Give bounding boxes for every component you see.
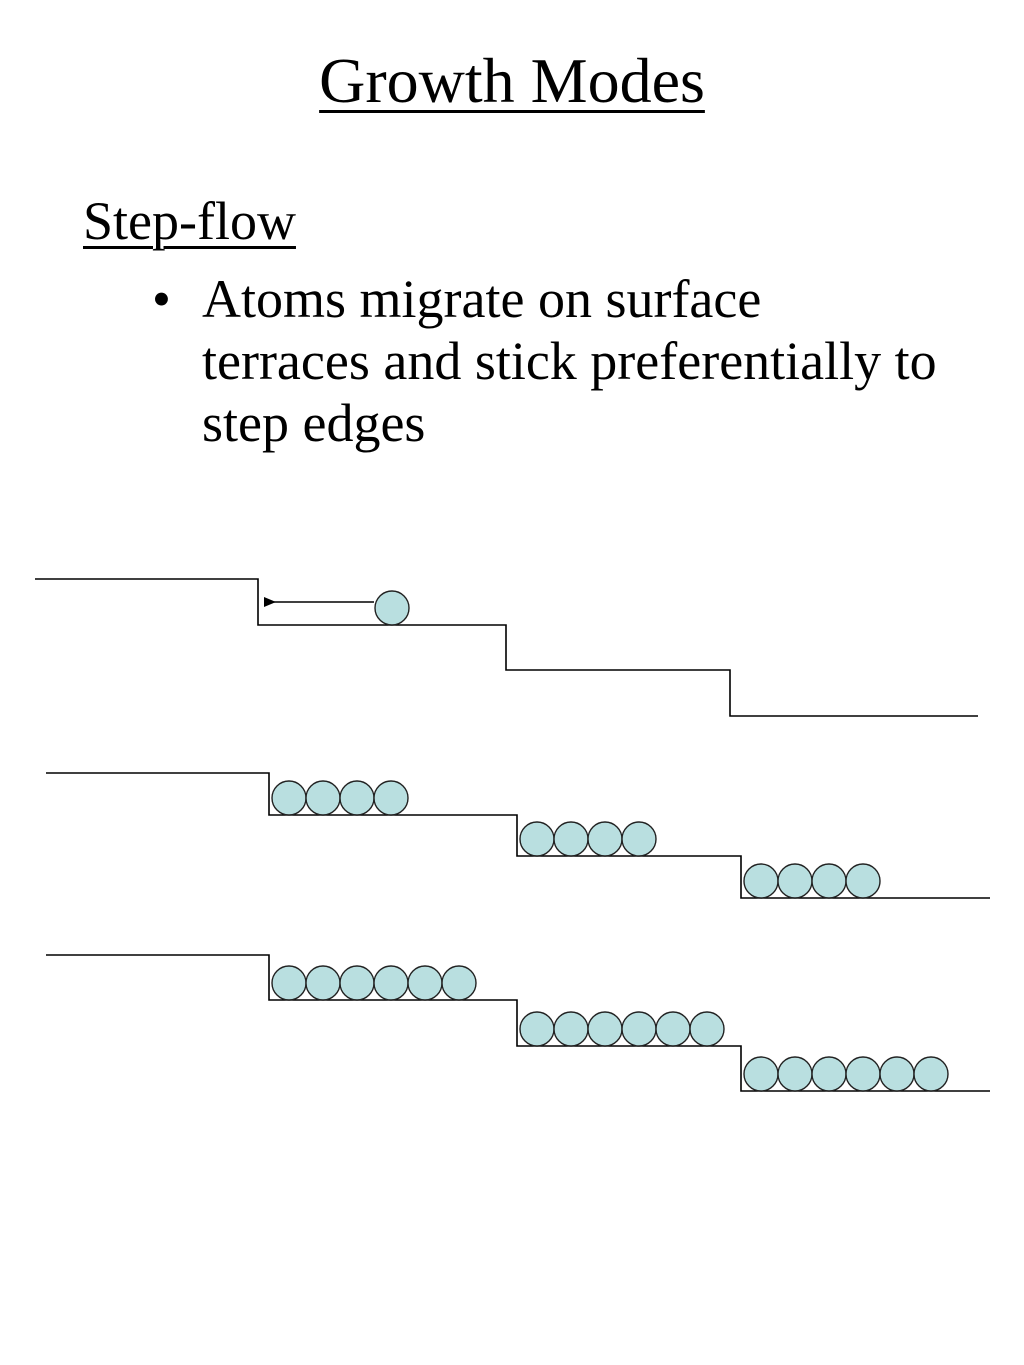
atom-circle: [339, 965, 375, 1001]
atom-circle: [811, 863, 847, 899]
atom-circle: [553, 821, 589, 857]
staircase-surface: [35, 578, 978, 717]
atom-circle: [373, 965, 409, 1001]
atom-circle: [845, 1056, 881, 1092]
atom-circle: [407, 965, 443, 1001]
atom-circle: [519, 821, 555, 857]
page-title-text: Growth Modes: [319, 45, 705, 116]
atom-circle: [339, 780, 375, 816]
atom-circle: [621, 821, 657, 857]
page-title: Growth Modes: [0, 42, 1024, 120]
atom-circle: [621, 1011, 657, 1047]
section-heading-text: Step-flow: [83, 191, 296, 251]
atom-circle: [374, 590, 410, 626]
atom-circle: [441, 965, 477, 1001]
atom-circle: [743, 1056, 779, 1092]
atom-circle: [689, 1011, 725, 1047]
atom-circle: [743, 863, 779, 899]
atom-circle: [553, 1011, 589, 1047]
atom-circle: [373, 780, 409, 816]
atom-circle: [587, 821, 623, 857]
stage-1-single-atom-migrating: [35, 578, 978, 717]
atom-circle: [305, 965, 341, 1001]
atom-circle: [271, 965, 307, 1001]
atom-circle: [271, 780, 307, 816]
atom-circle: [777, 1056, 813, 1092]
atom-circle: [587, 1011, 623, 1047]
atom-circle: [913, 1056, 949, 1092]
atom-circle: [811, 1056, 847, 1092]
bullet-text: Atoms migrate on surface terraces and st…: [202, 269, 937, 453]
stage-2-partial-rows: [46, 772, 990, 899]
atom-circle: [879, 1056, 915, 1092]
stage-3-longer-rows: [46, 954, 990, 1092]
atom-circle: [845, 863, 881, 899]
staircase-surface: [46, 772, 990, 899]
bullet-marker: •: [152, 269, 171, 329]
section-heading: Step-flow: [83, 188, 296, 254]
atom-circle: [777, 863, 813, 899]
atom-circle: [305, 780, 341, 816]
atom-circle: [655, 1011, 691, 1047]
atom-circle: [519, 1011, 555, 1047]
staircase-surface: [46, 954, 990, 1092]
